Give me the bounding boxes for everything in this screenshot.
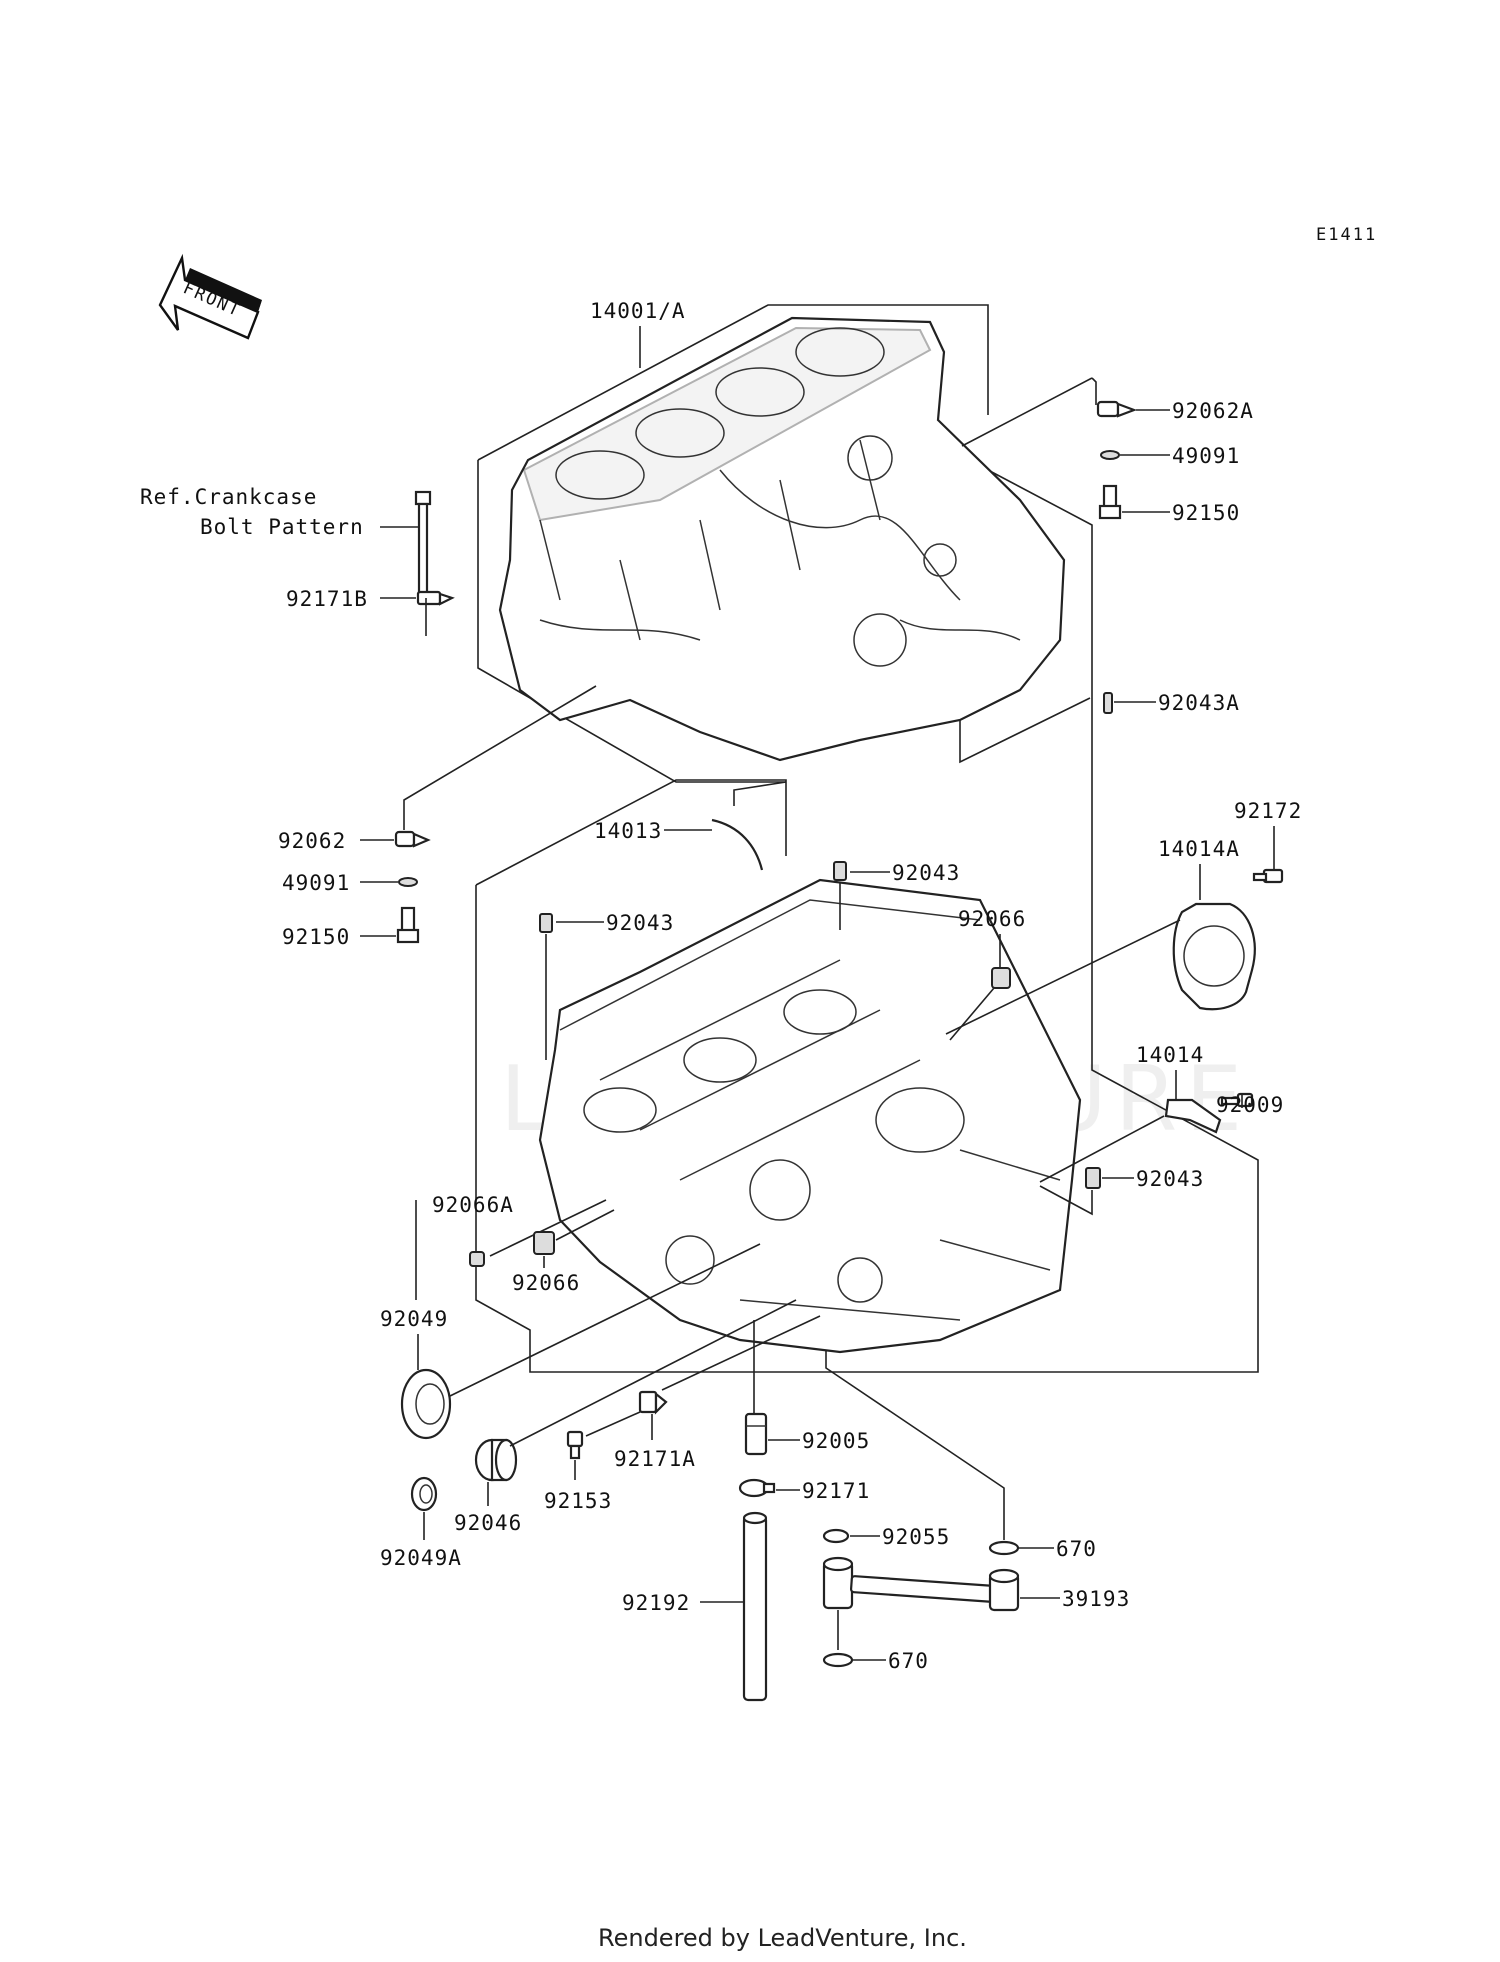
oring-92055 xyxy=(822,1528,850,1544)
footer-credit: Rendered by LeadVenture, Inc. xyxy=(598,1924,967,1952)
leader-92062-group xyxy=(403,685,597,830)
upper-group-outline-top xyxy=(477,304,989,461)
ref-note-line-1: Ref.Crankcase xyxy=(140,485,317,509)
dowel-92043-a xyxy=(539,913,553,933)
label-92066A[interactable]: 92066A xyxy=(432,1193,514,1217)
label-92043A[interactable]: 92043A xyxy=(1158,691,1240,715)
bracket-92062 xyxy=(394,830,431,848)
seal-92049 xyxy=(400,1368,452,1440)
bearing-14013 xyxy=(711,818,764,871)
bushing-92046 xyxy=(474,1438,518,1482)
bolt-92153 xyxy=(566,1430,584,1460)
pipe-39193 xyxy=(822,1556,1020,1612)
leader-92049-case xyxy=(449,1243,761,1397)
label-92049A[interactable]: 92049A xyxy=(380,1546,462,1570)
seal-92049A xyxy=(410,1476,438,1512)
label-92043-c[interactable]: 92043 xyxy=(1136,1167,1204,1191)
upper-crankcase xyxy=(498,316,1066,762)
label-92043-a[interactable]: 92043 xyxy=(606,911,674,935)
front-arrow-icon: FRONT xyxy=(158,253,262,340)
leader-92046-case xyxy=(509,1299,797,1447)
dowel-92043-b xyxy=(833,861,847,881)
label-92062A[interactable]: 92062A xyxy=(1172,399,1254,423)
leader-92153-up xyxy=(585,1411,641,1437)
label-92043-b[interactable]: 92043 xyxy=(892,861,960,885)
leader-92171A-case xyxy=(661,1315,821,1391)
cover-14014A xyxy=(1172,902,1256,1011)
label-92171[interactable]: 92171 xyxy=(802,1479,870,1503)
leader-92043A-case xyxy=(959,697,1091,764)
label-670-bottom[interactable]: 670 xyxy=(888,1649,929,1673)
bolt-92150-top xyxy=(1098,484,1122,520)
label-92066-top[interactable]: 92066 xyxy=(958,907,1026,931)
washer-49091-top xyxy=(1100,450,1120,460)
crankcase-bolt xyxy=(414,490,432,598)
bracket-14013 xyxy=(733,781,787,806)
label-92172[interactable]: 92172 xyxy=(1234,799,1302,823)
clamp-92171A xyxy=(638,1390,668,1415)
plug-92066-top xyxy=(991,967,1011,989)
leader-92066A xyxy=(489,1199,607,1257)
label-92049[interactable]: 92049 xyxy=(380,1307,448,1331)
label-92153[interactable]: 92153 xyxy=(544,1489,612,1513)
ref-note-line-2: Bolt Pattern xyxy=(200,515,364,539)
label-92066[interactable]: 92066 xyxy=(512,1271,580,1295)
label-49091[interactable]: 49091 xyxy=(282,871,350,895)
leader-14014-case xyxy=(1039,1115,1165,1183)
bolt-92150 xyxy=(396,906,420,944)
label-670-top[interactable]: 670 xyxy=(1056,1537,1097,1561)
label-92062[interactable]: 92062 xyxy=(278,829,346,853)
label-49091-top[interactable]: 49091 xyxy=(1172,444,1240,468)
leader-670-top-case xyxy=(825,1350,1005,1540)
label-39193[interactable]: 39193 xyxy=(1062,1587,1130,1611)
oring-670-bottom xyxy=(822,1652,854,1668)
leader-92062A-to-case xyxy=(961,377,1093,447)
washer-49091 xyxy=(398,877,418,887)
label-92192[interactable]: 92192 xyxy=(622,1591,690,1615)
oring-670-top xyxy=(988,1540,1020,1556)
lower-crankcase xyxy=(538,878,1082,1354)
bracket-92062A xyxy=(1096,400,1138,418)
leader-14014A-case xyxy=(945,919,1181,1035)
pipe-92192 xyxy=(742,1511,768,1702)
label-92005[interactable]: 92005 xyxy=(802,1429,870,1453)
label-14014[interactable]: 14014 xyxy=(1136,1043,1204,1067)
label-92171A[interactable]: 92171A xyxy=(614,1447,696,1471)
leader-92043-c-case xyxy=(1039,1185,1093,1216)
label-14013[interactable]: 14013 xyxy=(594,819,662,843)
screw-92172 xyxy=(1252,868,1284,884)
plate-14014 xyxy=(1164,1098,1222,1134)
upper-group-outline xyxy=(477,460,786,783)
dowel-92043-c xyxy=(1085,1167,1101,1189)
diagram-code: E1411 xyxy=(1316,225,1377,245)
leader-92066-top-case xyxy=(949,987,995,1041)
dowel-92043A xyxy=(1103,692,1113,714)
label-92150-top[interactable]: 92150 xyxy=(1172,501,1240,525)
clamp-92171B xyxy=(416,590,455,606)
plug-92066A xyxy=(469,1251,485,1267)
label-92046[interactable]: 92046 xyxy=(454,1511,522,1535)
leader-92066-case xyxy=(555,1209,615,1241)
clamp-92171 xyxy=(738,1478,776,1498)
label-92171B[interactable]: 92171B xyxy=(286,587,368,611)
label-92009[interactable]: 92009 xyxy=(1216,1093,1284,1117)
lower-group-outline-top xyxy=(475,779,787,886)
plug-92066 xyxy=(533,1231,555,1255)
leader-group-top-right xyxy=(1091,377,1097,405)
label-14001A[interactable]: 14001/A xyxy=(590,299,686,323)
label-14014A[interactable]: 14014A xyxy=(1158,837,1240,861)
label-92150[interactable]: 92150 xyxy=(282,925,350,949)
label-92055[interactable]: 92055 xyxy=(882,1525,950,1549)
fitting-92005 xyxy=(744,1412,768,1456)
lower-group-outline-left xyxy=(475,885,820,1373)
